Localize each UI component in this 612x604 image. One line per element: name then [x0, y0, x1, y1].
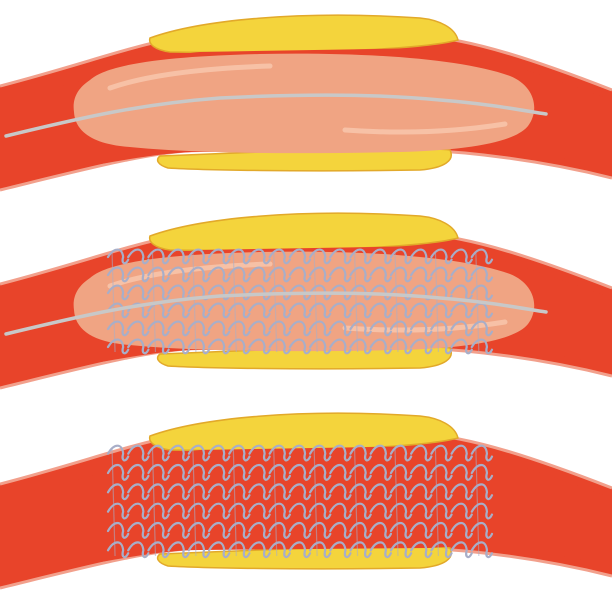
plaque-top-2 — [150, 413, 458, 450]
plaque-top-0 — [150, 15, 458, 52]
plaque-top-1 — [150, 213, 458, 250]
panel-stent-on-balloon — [0, 213, 612, 388]
panel-stent-deployed — [0, 413, 612, 588]
panel-balloon-inflated — [0, 15, 612, 190]
